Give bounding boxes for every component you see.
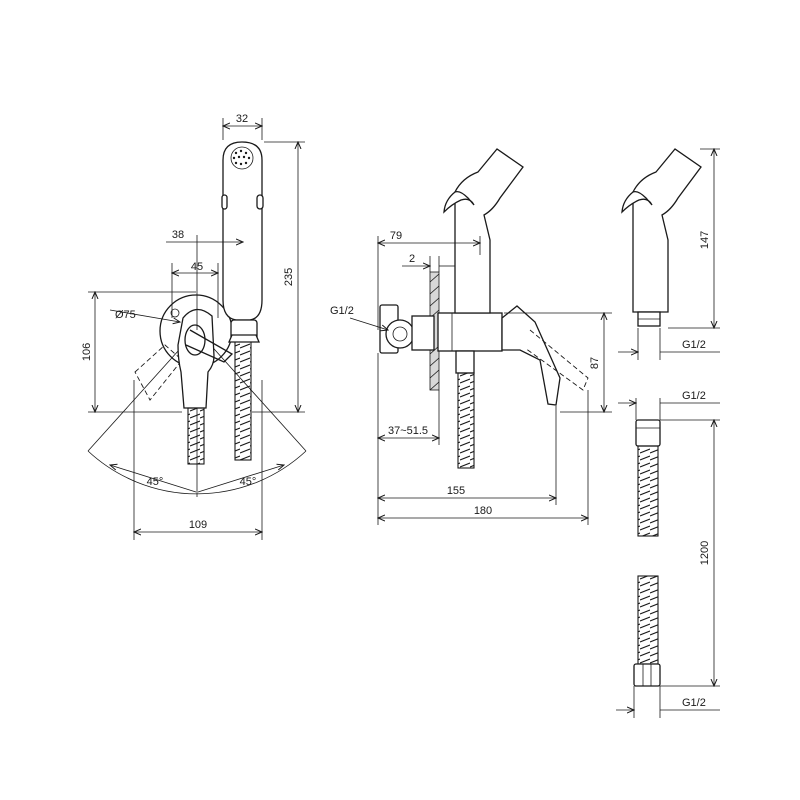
lever-hub bbox=[184, 324, 206, 356]
lever-alt-position bbox=[134, 344, 183, 401]
dim-side-offset: 79 bbox=[390, 230, 402, 242]
inlet-thread-label: G1/2 bbox=[330, 305, 354, 317]
dim-holder-offset: 38 bbox=[172, 229, 184, 241]
dim-install-depth: 37~51.5 bbox=[388, 425, 428, 437]
dim-head-width: 32 bbox=[236, 113, 248, 125]
lever-front bbox=[185, 329, 234, 363]
mixer-body-front bbox=[177, 308, 215, 409]
angle-right-label: 45° bbox=[240, 476, 257, 488]
lever-side-alt bbox=[524, 329, 589, 391]
sprayer-thread-label: G1/2 bbox=[682, 339, 706, 351]
angle-left-label: 45° bbox=[147, 476, 164, 488]
lever-side bbox=[501, 305, 561, 406]
dim-flange-height: 106 bbox=[81, 343, 93, 361]
dim-total-height: 235 bbox=[283, 268, 295, 286]
sprayer-button-left bbox=[221, 194, 228, 210]
hose-top-nut bbox=[635, 419, 661, 447]
hose-front-left bbox=[187, 407, 205, 465]
sprayer-detail: 147 G1/2 bbox=[618, 149, 720, 360]
flange-center bbox=[170, 308, 180, 318]
dim-sprayer-height: 147 bbox=[699, 231, 711, 249]
spray-face bbox=[230, 146, 254, 170]
hose-bottom-nut bbox=[633, 663, 661, 687]
hose-connector-side bbox=[455, 350, 475, 374]
sprayer-detail-body bbox=[632, 148, 702, 313]
hose-lower-section bbox=[637, 575, 659, 665]
hose-thread-top-label: G1/2 bbox=[682, 390, 706, 402]
dim-body-width: 45 bbox=[191, 261, 203, 273]
mixer-body-side bbox=[437, 312, 503, 352]
hose-front-right bbox=[234, 339, 252, 461]
leader-inlet-thread bbox=[349, 317, 388, 330]
front-view: 32 38 45 Ø75 106 235 45° 45° 109 bbox=[81, 113, 307, 540]
dim-wall-thickness: 2 bbox=[409, 253, 415, 265]
dim-body-height: 87 bbox=[589, 357, 601, 369]
hose-side bbox=[457, 372, 475, 469]
hose-thread-bottom-label: G1/2 bbox=[682, 697, 706, 709]
dim-depth-lever: 155 bbox=[447, 485, 465, 497]
hose-upper-section bbox=[637, 445, 659, 537]
inlet-ring bbox=[385, 319, 415, 349]
sprayer-trigger bbox=[443, 190, 475, 214]
hose-detail: G1/2 1200 G1/2 bbox=[616, 390, 720, 718]
dim-hose-length: 1200 bbox=[699, 541, 711, 565]
dim-depth-total: 180 bbox=[474, 505, 492, 517]
sprayer-side bbox=[454, 148, 524, 314]
sprayer-button bbox=[256, 194, 264, 210]
holder-base bbox=[228, 334, 260, 343]
dim-sweep-width: 109 bbox=[189, 519, 207, 531]
dim-line-d75 bbox=[109, 309, 180, 322]
side-view: 79 2 G1/2 87 37~51.5 155 180 bbox=[330, 148, 612, 525]
sprayer-front bbox=[222, 141, 263, 321]
spray-holes bbox=[232, 149, 251, 166]
dim-flange-diameter: Ø75 bbox=[115, 309, 136, 321]
